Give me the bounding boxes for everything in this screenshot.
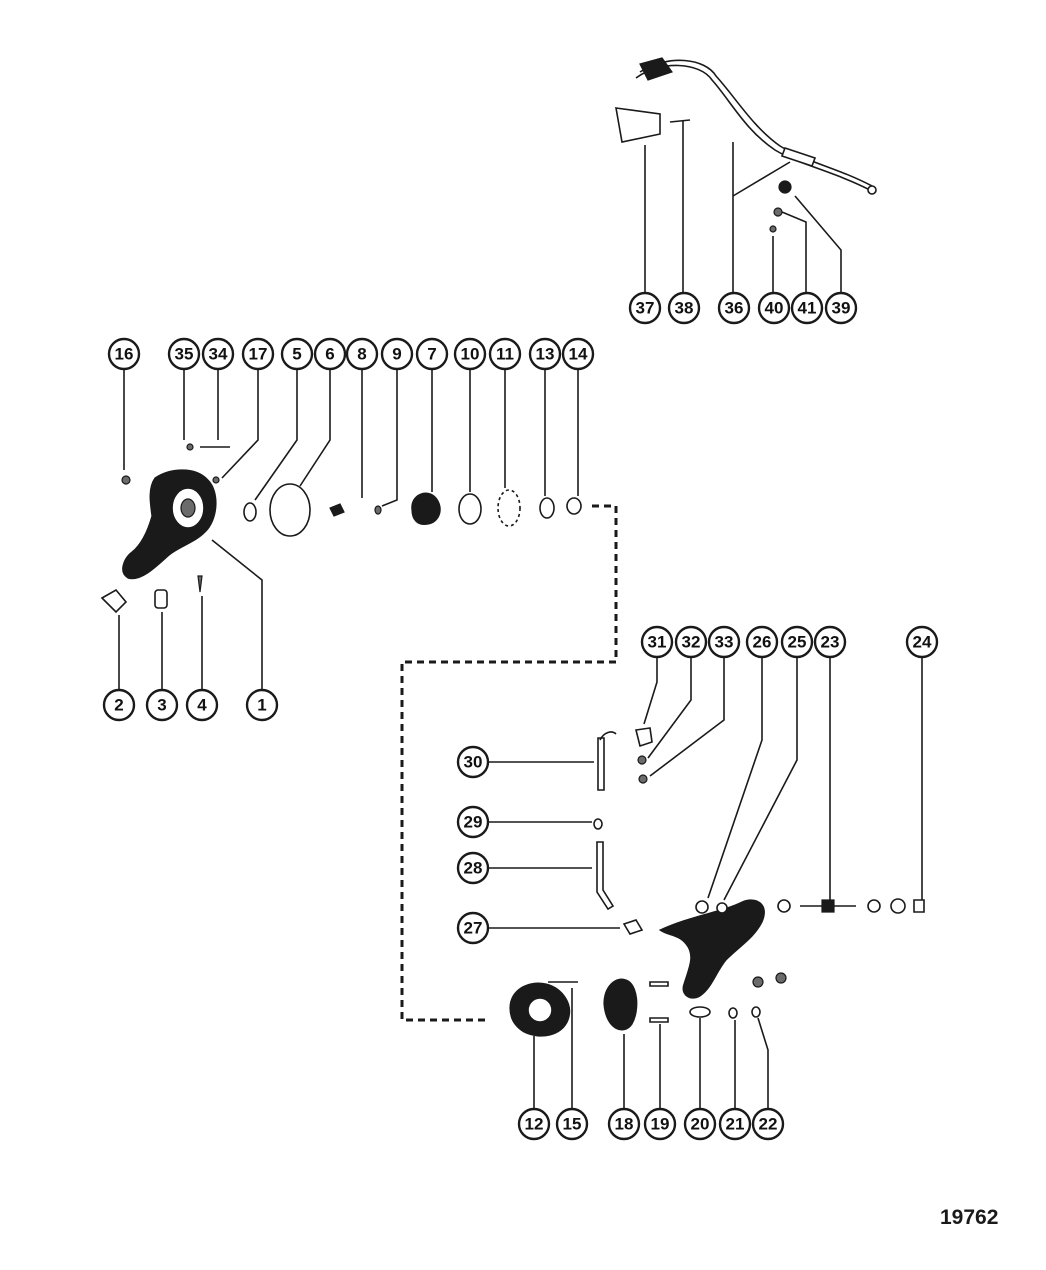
callout-15-text: 15 — [563, 1115, 582, 1134]
callout-18: 18 — [607, 1107, 641, 1141]
callout-16-text: 16 — [115, 345, 134, 364]
callout-36: 36 — [717, 291, 751, 325]
callout-5-text: 5 — [292, 345, 301, 364]
figure-number: 19762 — [940, 1206, 999, 1229]
callout-27-text: 27 — [464, 919, 483, 938]
callout-24-text: 24 — [913, 633, 932, 652]
callout-11: 11 — [488, 337, 522, 371]
callout-22: 22 — [751, 1107, 785, 1141]
callout-13-text: 13 — [536, 345, 555, 364]
callout-21: 21 — [718, 1107, 752, 1141]
callout-7-text: 7 — [427, 345, 436, 364]
callout-10: 10 — [453, 337, 487, 371]
callout-40: 40 — [757, 291, 791, 325]
callout-25-text: 25 — [788, 633, 807, 652]
callout-27: 27 — [456, 911, 490, 945]
callout-1-text: 1 — [257, 696, 266, 715]
callout-35-text: 35 — [175, 345, 194, 364]
callout-1: 1 — [245, 688, 279, 722]
callout-bubbles: 37 38 36 40 41 39 16 35 34 17 5 6 8 9 7 … — [102, 291, 939, 1141]
callout-31: 31 — [640, 625, 674, 659]
callout-39-text: 39 — [832, 299, 851, 318]
harness-group — [615, 57, 877, 296]
callout-26-text: 26 — [753, 633, 772, 652]
callout-8-text: 8 — [357, 345, 366, 364]
callout-31-text: 31 — [648, 633, 667, 652]
callout-33: 33 — [707, 625, 741, 659]
callout-41-text: 41 — [798, 299, 817, 318]
seal-row-group — [243, 368, 582, 537]
callout-29-text: 29 — [464, 813, 483, 832]
callout-23-text: 23 — [821, 633, 840, 652]
pump-body-group — [100, 368, 263, 690]
callout-22-text: 22 — [759, 1115, 778, 1134]
callout-28-text: 28 — [464, 859, 483, 878]
callout-33-text: 33 — [715, 633, 734, 652]
callout-37-text: 37 — [636, 299, 655, 318]
callout-17: 17 — [241, 337, 275, 371]
callout-21-text: 21 — [726, 1115, 745, 1134]
callout-20: 20 — [683, 1107, 717, 1141]
callout-2: 2 — [102, 688, 136, 722]
callout-3-text: 3 — [157, 696, 166, 715]
callout-38: 38 — [667, 291, 701, 325]
callout-32-text: 32 — [682, 633, 701, 652]
callout-10-text: 10 — [461, 345, 480, 364]
callout-36-text: 36 — [725, 299, 744, 318]
callout-41: 41 — [790, 291, 824, 325]
callout-6: 6 — [313, 337, 347, 371]
cover-group — [509, 978, 769, 1108]
callout-9-text: 9 — [392, 345, 401, 364]
callout-35: 35 — [167, 337, 201, 371]
callout-19: 19 — [643, 1107, 677, 1141]
callout-8: 8 — [345, 337, 379, 371]
callout-3: 3 — [145, 688, 179, 722]
callout-34-text: 34 — [209, 345, 228, 364]
callout-17-text: 17 — [249, 345, 268, 364]
callout-4: 4 — [185, 688, 219, 722]
callout-24: 24 — [905, 625, 939, 659]
callout-18-text: 18 — [615, 1115, 634, 1134]
callout-30-text: 30 — [464, 753, 483, 772]
callout-16: 16 — [107, 337, 141, 371]
callout-9: 9 — [380, 337, 414, 371]
callout-12-text: 12 — [525, 1115, 544, 1134]
callout-30: 30 — [456, 745, 490, 779]
callout-7: 7 — [415, 337, 449, 371]
callout-32: 32 — [674, 625, 708, 659]
callout-5: 5 — [280, 337, 314, 371]
callout-6-text: 6 — [325, 345, 334, 364]
callout-20-text: 20 — [691, 1115, 710, 1134]
callout-26: 26 — [745, 625, 779, 659]
callout-25: 25 — [780, 625, 814, 659]
callout-13: 13 — [528, 337, 562, 371]
callout-11-text: 11 — [496, 345, 514, 364]
callout-2-text: 2 — [114, 696, 123, 715]
callout-15: 15 — [555, 1107, 589, 1141]
callout-28: 28 — [456, 851, 490, 885]
callout-14-text: 14 — [569, 345, 588, 364]
callout-34: 34 — [201, 337, 235, 371]
callout-23: 23 — [813, 625, 847, 659]
callout-37: 37 — [628, 291, 662, 325]
assembly-connector — [400, 504, 618, 1022]
callout-12: 12 — [517, 1107, 551, 1141]
callout-29: 29 — [456, 805, 490, 839]
callout-40-text: 40 — [765, 299, 784, 318]
lever-group — [488, 656, 925, 1019]
callout-39: 39 — [824, 291, 858, 325]
callout-4-text: 4 — [197, 696, 207, 715]
callout-38-text: 38 — [675, 299, 694, 318]
callout-14: 14 — [561, 337, 595, 371]
callout-19-text: 19 — [651, 1115, 670, 1134]
